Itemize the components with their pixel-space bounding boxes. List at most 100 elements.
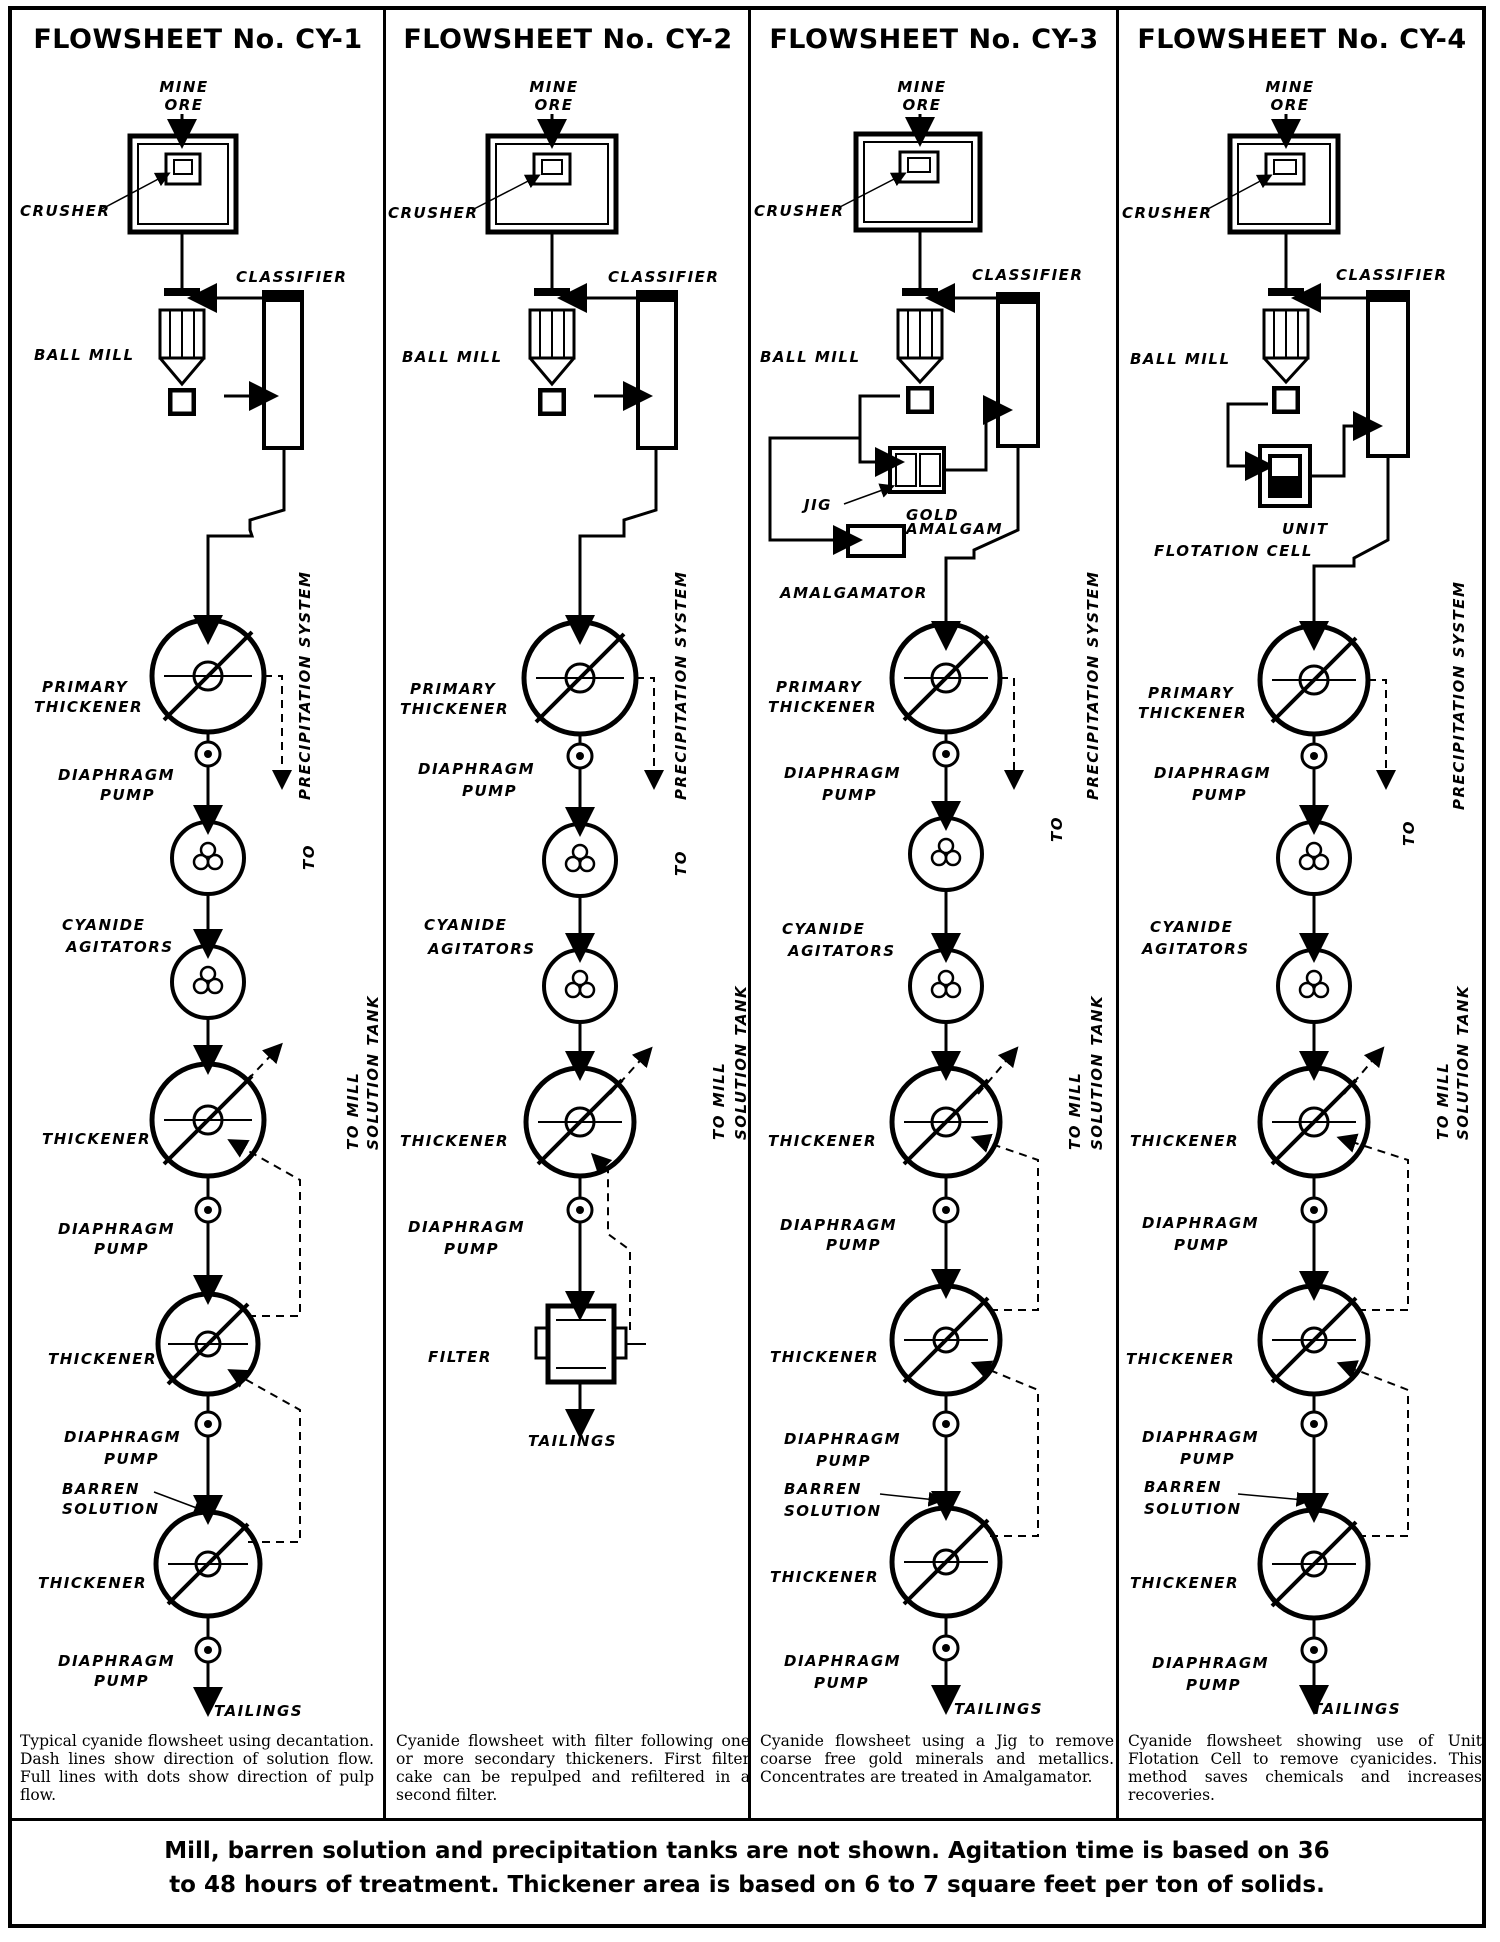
thickener-label: THICKENER <box>770 1568 879 1586</box>
classifier <box>1366 290 1410 458</box>
thickener-label: THICKENER <box>1138 704 1247 722</box>
caption: Typical cyanide flowsheet using decantat… <box>20 1732 374 1804</box>
flowsheet-cy-3: FLOWSHEET No. CY-3 MINE ORE CRUSHER <box>750 10 1118 1816</box>
agitators-label: AGITATORS <box>1141 940 1250 958</box>
footer-line-2: to 48 hours of treatment. Thickener area… <box>169 1872 1325 1898</box>
diaphragm-label: DIAPHRAGM <box>1142 1214 1259 1232</box>
ore-label: ORE <box>902 96 941 114</box>
primary-thickener <box>889 621 1003 735</box>
outer-frame <box>8 6 1486 1928</box>
diaphragm-pump <box>194 1196 222 1224</box>
diaphragm-pump <box>932 1410 960 1438</box>
classifier <box>996 292 1040 448</box>
pump-label: PUMP <box>104 1450 159 1468</box>
unit-flotation-cell <box>1258 444 1312 508</box>
caption: Cyanide flowsheet using a Jig to remove … <box>760 1732 1114 1786</box>
agitators-label: AGITATORS <box>427 940 536 958</box>
classifier <box>262 290 304 450</box>
solution-tank-label: SOLUTION TANK <box>1088 995 1106 1150</box>
jig <box>888 446 946 494</box>
ore-label: ORE <box>164 96 203 114</box>
amalgamator <box>840 524 906 558</box>
precipitation-label: PRECIPITATION SYSTEM <box>296 571 314 800</box>
thickener-label: THICKENER <box>400 1132 509 1150</box>
caption: Cyanide flowsheet showing use of Unit Fl… <box>1128 1732 1482 1804</box>
diaphragm-pump <box>194 1410 222 1438</box>
pump-label: PUMP <box>816 1452 871 1470</box>
flotation-cell-label: FLOTATION CELL <box>1154 542 1313 560</box>
column-divider <box>1116 6 1119 1820</box>
diaphragm-label: DIAPHRAGM <box>1152 1654 1269 1672</box>
flowsheet-cy-4: FLOWSHEET No. CY-4 MINE ORE CRUSHER <box>1118 10 1486 1816</box>
thickener-label: THICKENER <box>1130 1574 1239 1592</box>
thickener-label: THICKENER <box>34 698 143 716</box>
to-label: TO <box>300 844 318 870</box>
precipitation-label: PRECIPITATION SYSTEM <box>1450 581 1468 810</box>
thickener <box>523 1065 637 1179</box>
cyanide-agitator <box>542 948 618 1024</box>
mine-label: MINE <box>159 78 208 96</box>
ball-mill-label: BALL MILL <box>34 346 135 364</box>
barren-label: BARREN <box>62 1480 140 1498</box>
thickener <box>149 1061 267 1179</box>
thickener-label: THICKENER <box>42 1130 151 1148</box>
diaphragm-pump <box>566 1196 594 1224</box>
thickener-label: THICKENER <box>768 698 877 716</box>
solution-tank-label: SOLUTION TANK <box>364 995 382 1150</box>
primary-label: PRIMARY <box>1148 684 1235 702</box>
diaphragm-label: DIAPHRAGM <box>1142 1428 1259 1446</box>
to-mill-label: TO MILL <box>710 1062 728 1140</box>
cyanide-agitator <box>908 948 984 1024</box>
ball-mill <box>528 288 576 416</box>
to-mill-label: TO MILL <box>1066 1072 1084 1150</box>
solution-tank-label: SOLUTION TANK <box>1454 985 1472 1140</box>
tailings-label: TAILINGS <box>1312 1700 1401 1718</box>
primary-label: PRIMARY <box>410 680 497 698</box>
crusher <box>127 133 239 235</box>
agitators-label: AGITATORS <box>65 938 174 956</box>
flowsheet-diagram: MINE ORE CRUSHER BALL MILL <box>20 78 382 1720</box>
unit-label: UNIT <box>1282 520 1329 538</box>
classifier-label: CLASSIFIER <box>236 268 347 286</box>
diaphragm-pump <box>1300 1636 1328 1664</box>
diaphragm-label: DIAPHRAGM <box>784 764 901 782</box>
pump-label: PUMP <box>1180 1450 1235 1468</box>
mine-label: MINE <box>1265 78 1314 96</box>
pump-label: PUMP <box>826 1236 881 1254</box>
ball-mill-label: BALL MILL <box>402 348 503 366</box>
classifier-label: CLASSIFIER <box>972 266 1083 284</box>
thickener-label: THICKENER <box>400 700 509 718</box>
sheet-title: FLOWSHEET No. CY-1 <box>33 24 363 55</box>
diaphragm-pump <box>1300 1410 1328 1438</box>
thickener-label: THICKENER <box>768 1132 877 1150</box>
cyanide-agitator <box>170 944 246 1020</box>
cyanide-agitator <box>170 820 246 896</box>
thickener <box>1257 1065 1371 1179</box>
diaphragm-pump <box>1300 1196 1328 1224</box>
diaphragm-pump <box>932 1634 960 1662</box>
solution-label: SOLUTION <box>1144 1500 1242 1518</box>
solution-label: SOLUTION <box>62 1500 160 1518</box>
crusher-label: CRUSHER <box>1122 204 1212 222</box>
diaphragm-label: DIAPHRAGM <box>780 1216 897 1234</box>
sheet-title: FLOWSHEET No. CY-4 <box>1137 24 1467 55</box>
diaphragm-pump <box>1300 742 1328 770</box>
flowsheet-cy-2: FLOWSHEET No. CY-2 MINE ORE CRUSHER <box>384 10 752 1816</box>
thickener-label: THICKENER <box>1126 1350 1235 1368</box>
cyanide-agitator <box>908 816 984 892</box>
diaphragm-label: DIAPHRAGM <box>58 1220 175 1238</box>
amalgamator-label: AMALGAMATOR <box>779 584 928 602</box>
thickener-label: THICKENER <box>48 1350 157 1368</box>
tailings-label: TAILINGS <box>954 1700 1043 1718</box>
primary-thickener <box>1257 623 1371 737</box>
ball-mill <box>1262 288 1310 414</box>
crusher <box>853 131 983 233</box>
footer-line-1: Mill, barren solution and precipitation … <box>164 1838 1330 1864</box>
diaphragm-label: DIAPHRAGM <box>58 1652 175 1670</box>
mine-label: MINE <box>897 78 946 96</box>
flowsheet-diagram: MINE ORE CRUSHER BALL MILL CLASSIFIER <box>754 78 1106 1718</box>
cyanide-label: CYANIDE <box>62 916 145 934</box>
flowsheet-diagram: MINE ORE CRUSHER BALL MILL CLASSIFIER <box>388 78 750 1450</box>
classifier-label: CLASSIFIER <box>608 268 719 286</box>
diaphragm-label: DIAPHRAGM <box>1154 764 1271 782</box>
